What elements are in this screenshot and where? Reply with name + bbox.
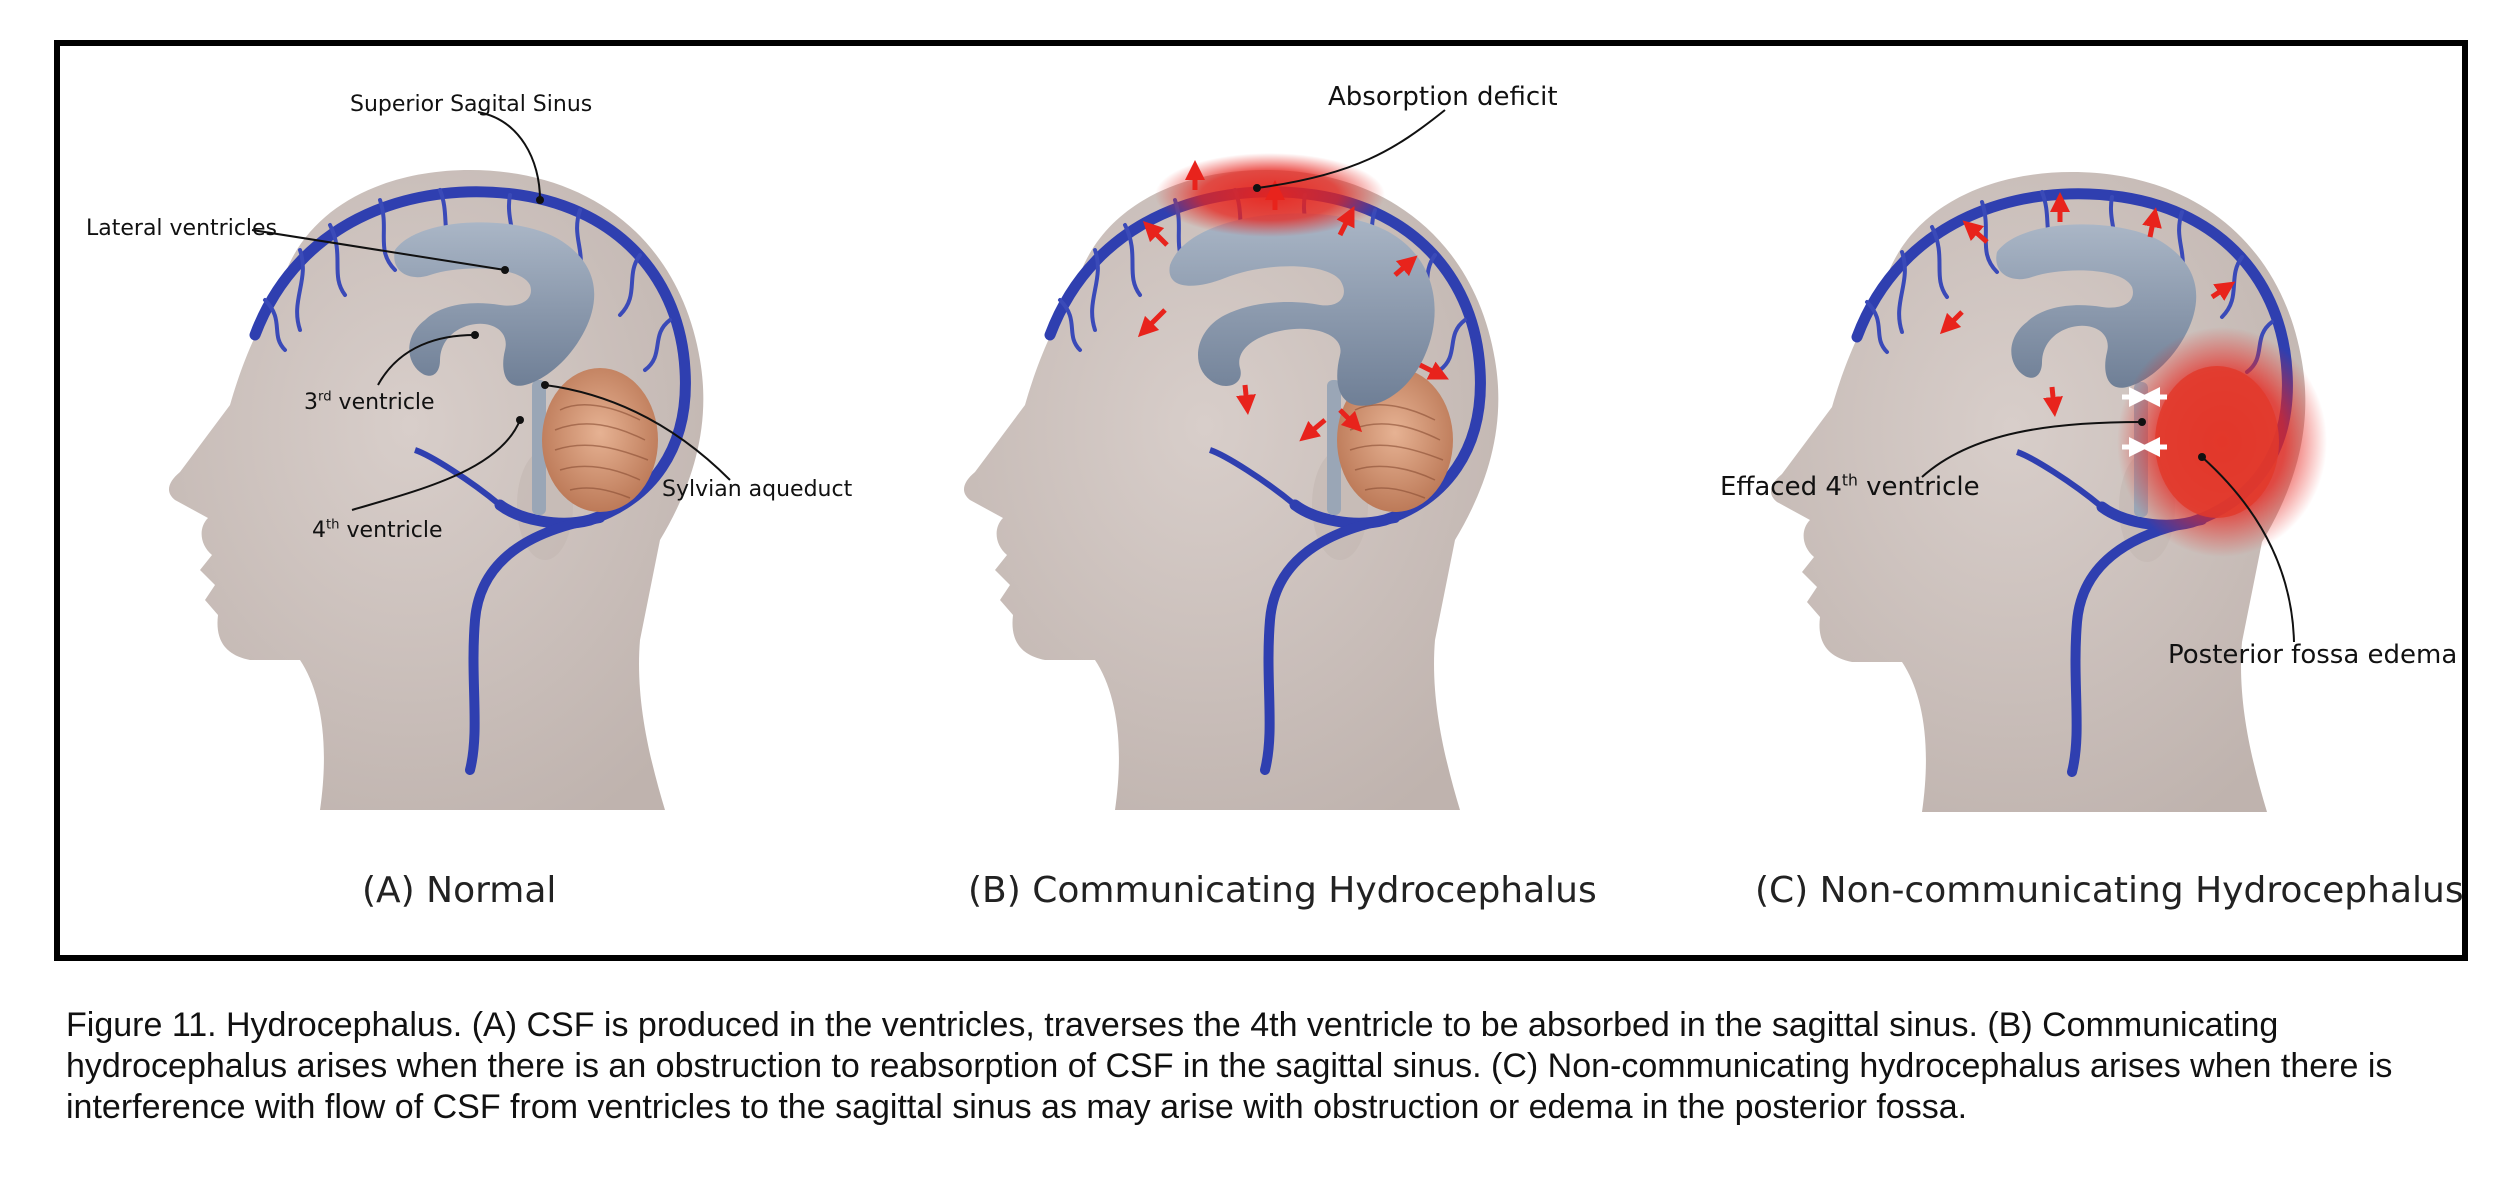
effaced-superscript: th xyxy=(1841,471,1858,490)
label-superior-sagital-sinus: Superior Sagital Sinus xyxy=(350,92,593,117)
label-sylvian-aqueduct: Sylvian aqueduct xyxy=(662,477,853,502)
leader-third-ventricle xyxy=(377,334,476,386)
panel-c-title: (C) Non-communicating Hydrocephalus xyxy=(1755,870,2464,911)
compression-arrows xyxy=(2122,387,2167,457)
leader-lateral-ventricles xyxy=(251,229,506,271)
label-effaced-fourth-ventricle: Effaced 4th ventricle xyxy=(1720,472,1980,502)
leader-fourth-ventricle xyxy=(351,419,521,511)
label-fourth-ventricle: 4th ventricle xyxy=(312,518,443,543)
label-absorption-deficit: Absorption deficit xyxy=(1328,82,1558,112)
leader-posterior-fossa-edema xyxy=(2201,456,2295,643)
effaced-prefix: Effaced 4 xyxy=(1720,472,1842,502)
effaced-text: ventricle xyxy=(1857,472,1980,502)
fourth-ventricle-superscript: th xyxy=(326,517,340,533)
label-posterior-fossa-edema: Posterior fossa edema xyxy=(2168,640,2458,670)
fourth-ventricle-text: ventricle xyxy=(339,518,443,543)
panel-b-title: (B) Communicating Hydrocephalus xyxy=(968,870,1597,911)
leader-effaced-fourth-ventricle xyxy=(1921,421,2143,478)
third-ventricle-superscript: rd xyxy=(318,389,332,405)
panel-a-illustration xyxy=(169,111,731,810)
third-ventricle-text: ventricle xyxy=(331,390,435,415)
panel-c-illustration xyxy=(1771,172,2327,812)
pressure-arrows xyxy=(1137,160,1449,442)
leader-sylvian-aqueduct xyxy=(544,384,731,481)
label-third-ventricle: 3rd ventricle xyxy=(304,390,435,415)
leader-superior-sagital-sinus xyxy=(477,111,541,201)
fourth-ventricle-number: 4 xyxy=(312,518,326,543)
leader-absorption-deficit xyxy=(1256,109,1446,189)
pressure-arrows xyxy=(1939,192,2236,417)
panel-b-illustration xyxy=(964,109,1498,810)
label-lateral-ventricles: Lateral ventricles xyxy=(86,216,278,241)
panel-a-title: (A) Normal xyxy=(362,870,557,911)
third-ventricle-number: 3 xyxy=(304,390,318,415)
figure-caption: Figure 11. Hydrocephalus. (A) CSF is pro… xyxy=(66,1006,2393,1126)
